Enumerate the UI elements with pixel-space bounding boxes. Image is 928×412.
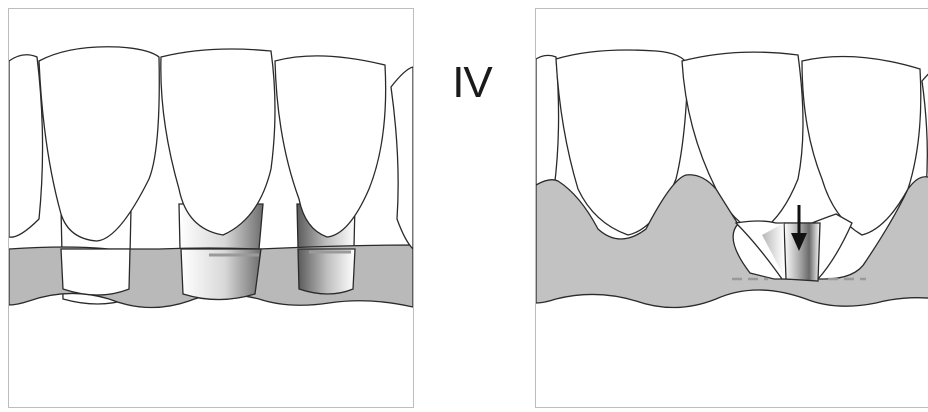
exposed-root — [784, 223, 820, 281]
crown-partial-right — [391, 67, 413, 249]
crown-tooth-3 — [275, 56, 386, 237]
exposed-root-tooth-1 — [61, 249, 130, 295]
teeth-illustration-after — [536, 9, 928, 407]
panel-after — [535, 8, 928, 408]
crown-tooth-1 — [39, 47, 159, 241]
crown-partial-left — [536, 55, 559, 197]
crown-partial-left — [9, 55, 43, 237]
panel-before — [8, 8, 414, 408]
teeth-illustration-before — [9, 9, 413, 407]
exposed-root-tooth-2 — [181, 249, 261, 300]
exposed-root-tooth-3 — [298, 249, 355, 294]
classification-label: IV — [436, 58, 508, 108]
